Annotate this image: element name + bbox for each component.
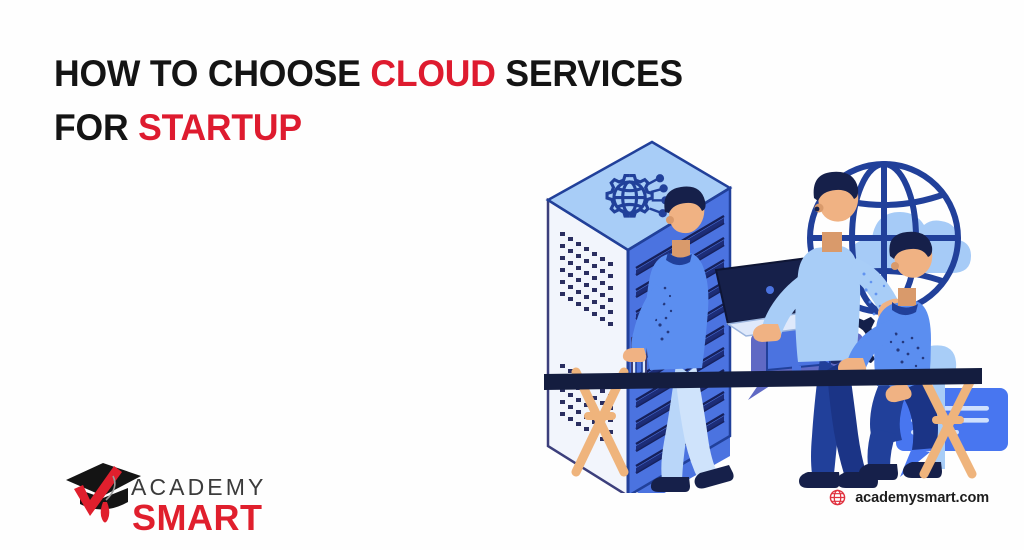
headline-highlight-startup: STARTUP — [138, 107, 302, 148]
person-center-standing — [753, 171, 910, 488]
academy-smart-logo[interactable]: ACADEMY SMART — [56, 458, 266, 540]
server-vent-grid-top — [560, 232, 613, 326]
headline-line-2: FOR STARTUP — [54, 101, 668, 155]
logo-word-smart: SMART — [132, 497, 263, 538]
globe-icon — [829, 489, 846, 506]
headline-line1-part2: SERVICES — [495, 53, 683, 94]
red-check-tassel-icon — [74, 466, 122, 523]
headline-line1-part1: HOW TO CHOOSE — [54, 53, 371, 94]
headline-line2-part1: FOR — [54, 107, 139, 148]
server-rack-gear-globe-icon — [605, 173, 670, 218]
headline-line-1: HOW TO CHOOSE CLOUD SERVICES — [54, 47, 683, 101]
headline-highlight-cloud: CLOUD — [370, 53, 496, 94]
page-title: HOW TO CHOOSE CLOUD SERVICES FOR STARTUP — [54, 47, 694, 155]
person-left-leaning — [622, 186, 734, 492]
website-url: academysmart.com — [855, 489, 989, 506]
website-link[interactable]: academysmart.com — [829, 489, 989, 506]
desk-leg-right — [919, 373, 977, 479]
logo-word-academy: ACADEMY — [131, 474, 266, 500]
trestle-desk — [544, 367, 982, 479]
cloud-services-illustration: </> — [520, 128, 1010, 493]
